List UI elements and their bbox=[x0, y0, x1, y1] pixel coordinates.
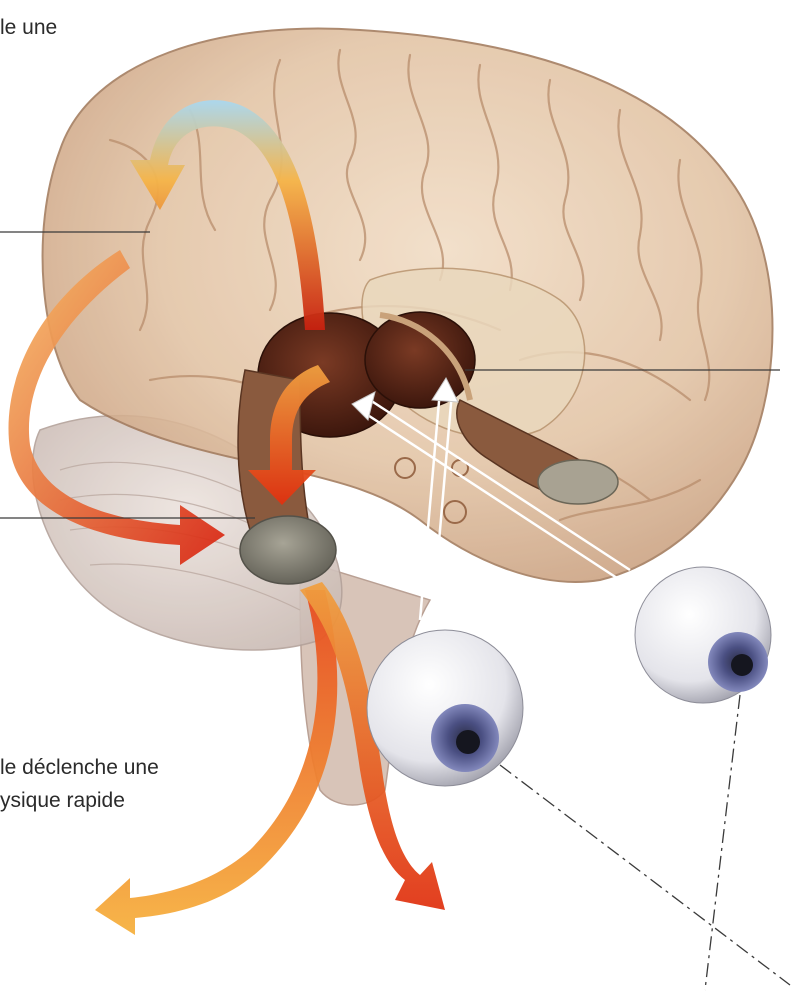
eye-icon bbox=[635, 567, 771, 703]
eye-gaze-lines bbox=[500, 695, 790, 990]
hippocampus-head bbox=[538, 460, 618, 504]
amygdala bbox=[240, 516, 336, 584]
eye-icon bbox=[367, 630, 523, 786]
